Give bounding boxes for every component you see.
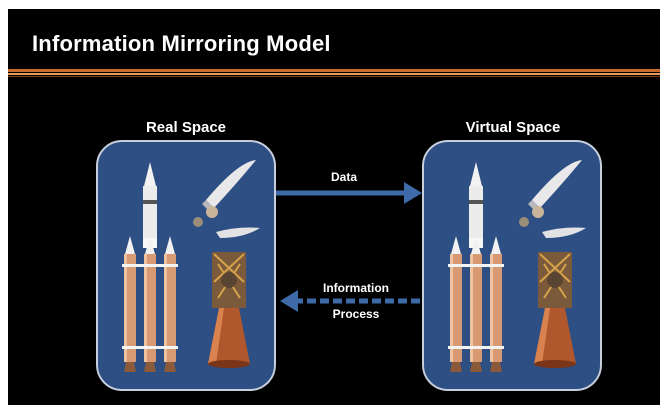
presentation-slide: Information Mirroring Model Real Space: [8, 9, 660, 405]
data-arrow: [276, 182, 422, 204]
rocket-illustration: [122, 162, 178, 372]
real-space-label: Real Space: [145, 119, 227, 136]
fairing-illustration: [193, 160, 260, 238]
title-rule-shadow: [8, 76, 660, 77]
engine-illustration: [208, 252, 250, 368]
virtual-space-panel: [422, 140, 602, 391]
information-process-arrow: [280, 290, 420, 312]
information-process-label-line1: Information: [323, 281, 389, 295]
title-rule-highlight: [8, 73, 660, 75]
virtual-space-label: Virtual Space: [465, 119, 561, 136]
title-rule: [8, 69, 660, 72]
information-process-label-line2: Process: [332, 307, 380, 321]
fairing-illustration: [519, 160, 586, 238]
rocket-illustration: [448, 162, 504, 372]
real-space-illustration: [122, 160, 260, 372]
engine-illustration: [534, 252, 576, 368]
slide-title: Information Mirroring Model: [32, 31, 331, 56]
flow-arrows: [276, 182, 422, 312]
data-arrow-label: Data: [330, 170, 357, 184]
real-space-panel: [96, 140, 276, 391]
virtual-space-illustration: [448, 160, 586, 372]
